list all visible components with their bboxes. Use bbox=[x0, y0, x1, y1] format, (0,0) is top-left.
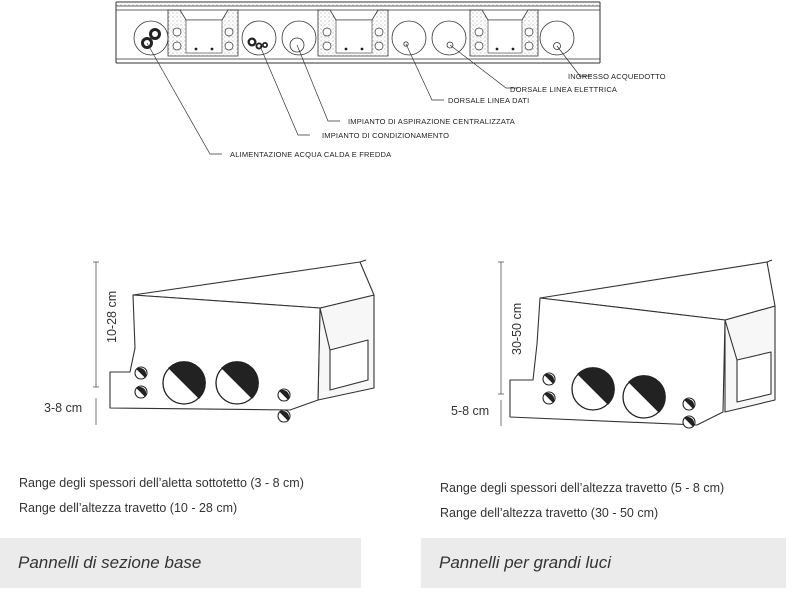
joist-thickness-range: Range degli spessori dell’altezza travet… bbox=[440, 481, 725, 495]
caption-box-large-span-panels: Pannelli per grandi luci bbox=[421, 538, 786, 588]
caption-large-span-panels: Pannelli per grandi luci bbox=[439, 553, 611, 572]
joist bbox=[317, 9, 389, 57]
large-span-panel-drawing: 30-50 cm 5-8 cm bbox=[451, 259, 776, 429]
flange-dimension-label: 3-8 cm bbox=[44, 401, 82, 415]
height-dimension-label: 30-50 cm bbox=[510, 303, 524, 355]
callout-air-conditioning: IMPIANTO DI CONDIZIONAMENTO bbox=[322, 131, 449, 140]
height-dimension-line bbox=[93, 261, 99, 388]
base-section-panel-drawing: 10-28 cm 3-8 cm bbox=[44, 259, 375, 425]
joist bbox=[469, 9, 539, 57]
callout-electric-line: DORSALE LINEA ELETTRICA bbox=[510, 85, 617, 94]
flange-dimension-label: 5-8 cm bbox=[451, 404, 489, 418]
callout-water-inlet: INGRESSO ACQUEDOTTO bbox=[568, 72, 666, 81]
callout-data-line: DORSALE LINEA DATI bbox=[448, 96, 529, 105]
flange-thickness-range: Range degli spessori dell’aletta sottote… bbox=[19, 476, 304, 490]
caption-box-base-panels: Pannelli di sezione base bbox=[0, 538, 361, 588]
floor-section-diagram: INGRESSO ACQUEDOTTO DORSALE LINEA ELETTR… bbox=[115, 1, 666, 159]
callout-leaders bbox=[146, 42, 592, 155]
air-conditioning-pipes bbox=[247, 37, 268, 50]
joist-height-range: Range dell’altezza travetto (10 - 28 cm) bbox=[19, 501, 238, 515]
height-dimension-line bbox=[498, 261, 504, 395]
height-dimension-label: 10-28 cm bbox=[105, 291, 119, 343]
joist-height-range: Range dell’altezza travetto (30 - 50 cm) bbox=[440, 506, 659, 520]
caption-base-panels: Pannelli di sezione base bbox=[18, 553, 202, 572]
callout-hot-cold-water: ALIMENTAZIONE ACQUA CALDA E FREDDA bbox=[230, 150, 391, 159]
callout-central-vacuum: IMPIANTO DI ASPIRAZIONE CENTRALIZZATA bbox=[348, 117, 515, 126]
joist bbox=[167, 9, 239, 57]
